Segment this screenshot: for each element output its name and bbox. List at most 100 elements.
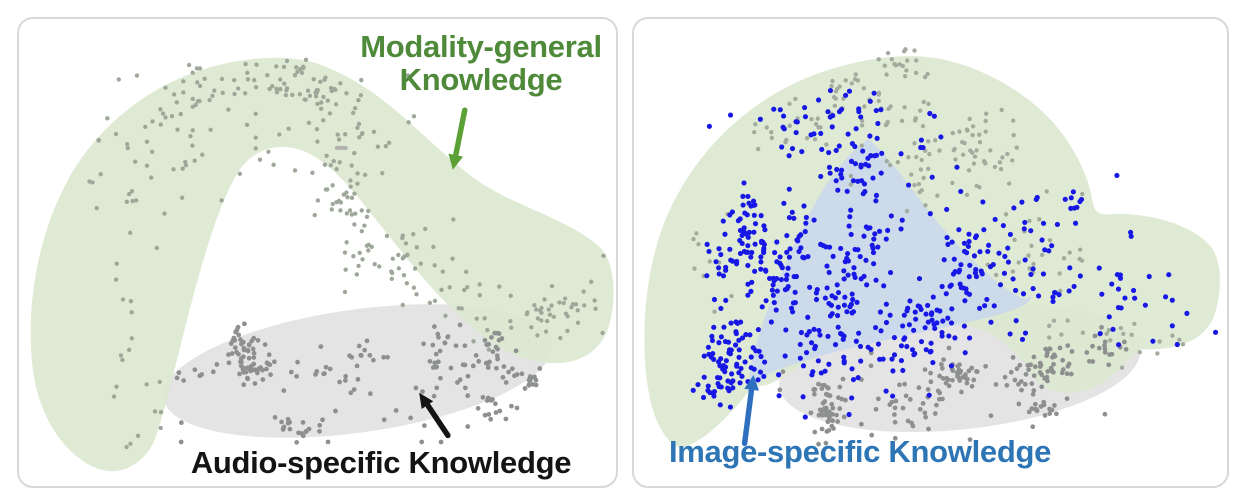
scatter-dot — [753, 348, 759, 354]
scatter-dot — [527, 378, 533, 383]
scatter-dot — [974, 369, 979, 374]
scatter-dot — [782, 353, 788, 359]
scatter-dot — [1057, 271, 1062, 276]
scatter-dot — [210, 93, 215, 99]
scatter-dot — [1106, 362, 1112, 368]
scatter-dot — [311, 77, 316, 82]
scatter-dot — [905, 418, 911, 424]
scatter-dot — [226, 360, 232, 366]
scatter-dot — [869, 432, 875, 438]
scatter-dot — [808, 410, 814, 416]
scatter-dot — [993, 382, 999, 387]
scatter-dot — [927, 349, 933, 355]
scatter-dot — [1006, 181, 1012, 186]
scatter-dot — [966, 368, 972, 374]
scatter-dot — [861, 233, 867, 239]
scatter-dot — [903, 393, 909, 399]
scatter-dot — [957, 129, 962, 134]
scatter-dot — [980, 199, 986, 205]
scatter-dot — [700, 394, 707, 401]
scatter-dot — [833, 96, 838, 101]
scatter-dot — [183, 159, 188, 165]
scatter-dot — [875, 120, 881, 127]
scatter-dot — [853, 72, 858, 77]
scatter-dot — [1114, 172, 1120, 179]
scatter-dot — [752, 268, 758, 274]
scatter-dot — [770, 292, 776, 298]
scatter-dot — [873, 406, 879, 412]
scatter-dot — [1007, 331, 1013, 337]
scatter-dot — [850, 178, 857, 184]
scatter-dot — [1001, 270, 1008, 276]
scatter-dot — [845, 272, 851, 278]
scatter-dot — [1026, 409, 1032, 415]
scatter-dot — [997, 282, 1004, 288]
scatter-dot — [135, 433, 141, 439]
scatter-dot — [863, 257, 869, 263]
scatter-dot — [826, 164, 833, 170]
scatter-dot — [739, 335, 746, 341]
scatter-dot — [873, 107, 879, 114]
scatter-dot — [129, 336, 134, 341]
scatter-dot — [375, 144, 381, 149]
scatter-dot — [739, 240, 745, 247]
scatter-dot — [337, 379, 342, 385]
scatter-dot — [781, 126, 787, 132]
scatter-dot — [837, 406, 843, 411]
scatter-dot — [973, 266, 979, 273]
scatter-dot — [876, 57, 881, 62]
scatter-dot — [966, 168, 972, 173]
scatter-dot — [582, 303, 587, 308]
scatter-dot — [129, 310, 134, 315]
scatter-dot — [736, 354, 742, 360]
scatter-dot — [279, 419, 284, 425]
scatter-dot — [845, 251, 851, 257]
scatter-dot — [1019, 199, 1025, 205]
scatter-dot — [154, 245, 160, 251]
scatter-dot — [718, 384, 724, 390]
scatter-dot — [970, 124, 976, 129]
scatter-dot — [841, 414, 847, 420]
scatter-dot — [315, 101, 320, 107]
scatter-dot — [1030, 286, 1036, 292]
scatter-dot — [829, 83, 834, 89]
scatter-dot — [830, 78, 835, 84]
scatter-dot — [838, 106, 845, 113]
scatter-dot — [931, 113, 937, 119]
scatter-dot — [492, 330, 498, 336]
scatter-dot — [761, 249, 767, 256]
scatter-dot — [988, 413, 994, 419]
scatter-dot — [1122, 295, 1128, 301]
scatter-dot — [952, 269, 958, 275]
scatter-dot — [1114, 272, 1120, 278]
scatter-dot — [575, 320, 581, 325]
scatter-dot — [853, 126, 859, 132]
scatter-dot — [144, 382, 149, 387]
scatter-dot — [771, 106, 777, 112]
scatter-dot — [181, 79, 186, 84]
scatter-dot — [950, 180, 955, 186]
scatter-dot — [232, 77, 237, 83]
scatter-dot — [992, 164, 998, 170]
scatter-dot — [238, 337, 243, 343]
scatter-dot — [927, 151, 932, 157]
scatter-dot — [411, 231, 416, 237]
scatter-dot — [334, 166, 339, 172]
scatter-dot — [964, 380, 970, 386]
scatter-dot — [592, 298, 597, 303]
scatter-dot — [1022, 257, 1028, 263]
scatter-dot — [781, 200, 787, 206]
scatter-dot — [718, 334, 724, 340]
scatter-dot — [318, 344, 324, 349]
scatter-dot — [503, 416, 509, 422]
scatter-dot — [558, 335, 563, 341]
scatter-dot — [716, 265, 722, 271]
scatter-dot — [1157, 339, 1162, 344]
scatter-dot — [925, 302, 931, 309]
scatter-dot — [796, 233, 802, 240]
scatter-dot — [381, 354, 387, 360]
scatter-dot — [278, 86, 283, 92]
scatter-dot — [163, 115, 168, 120]
scatter-dot — [872, 324, 879, 331]
scatter-dot — [848, 182, 854, 187]
